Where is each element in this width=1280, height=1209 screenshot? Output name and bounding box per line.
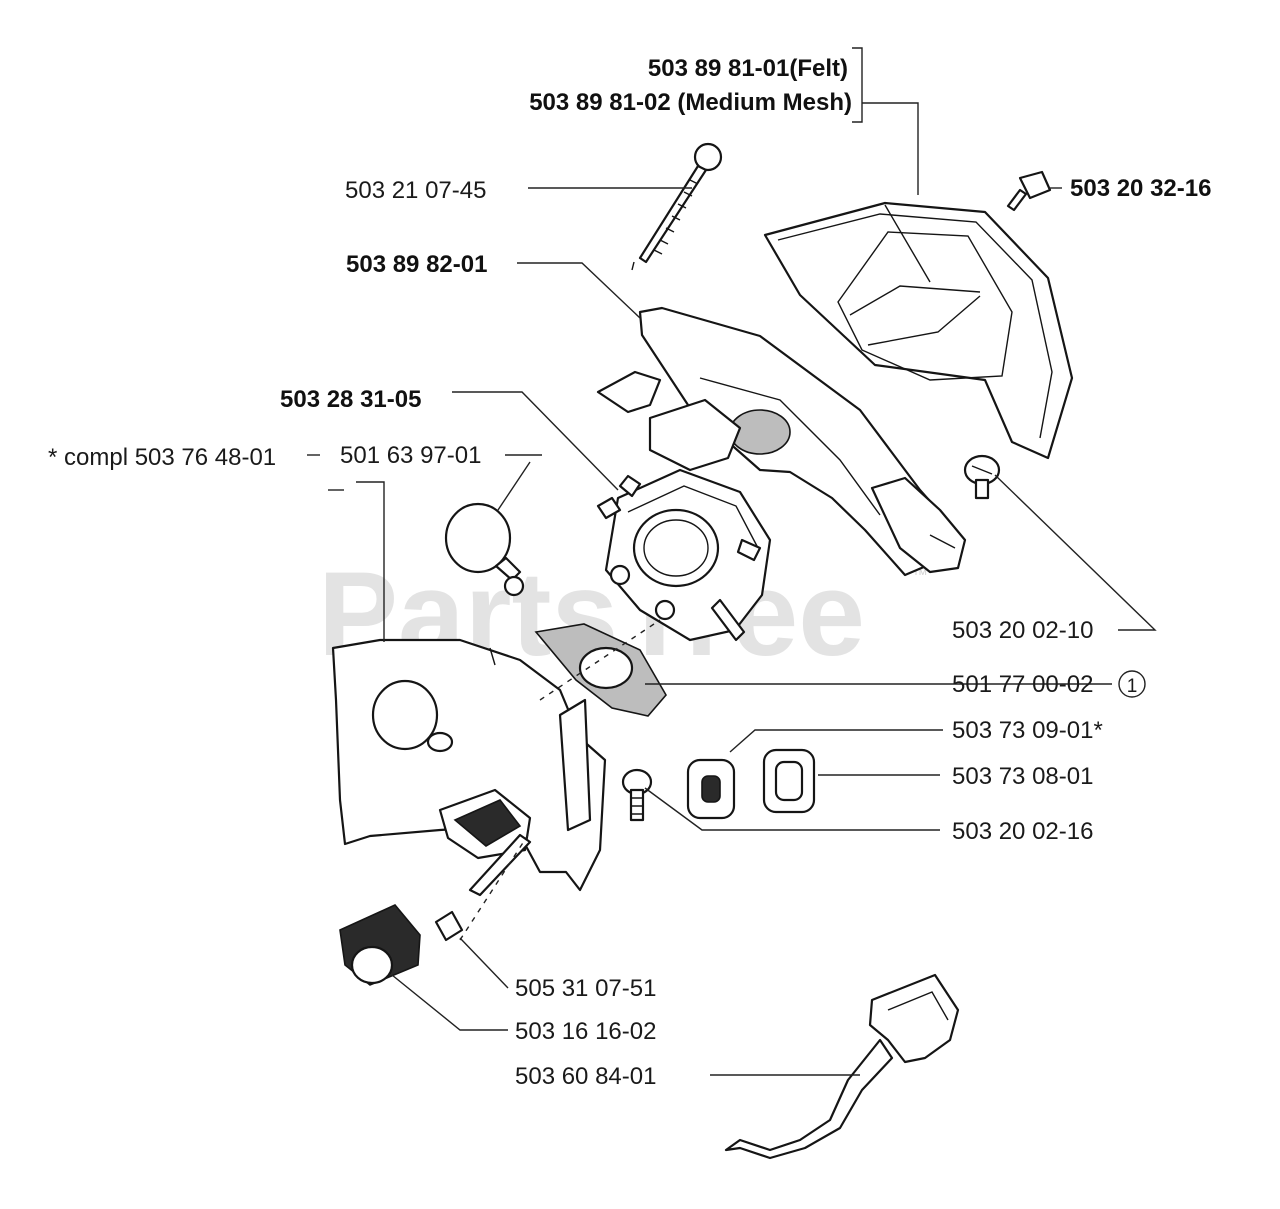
grommet-a	[686, 758, 736, 820]
bushing	[339, 904, 421, 986]
label-control-rod: 503 60 84-01	[515, 1063, 656, 1090]
carburetor	[596, 468, 772, 642]
label-medium-mesh-filter: 503 89 81-02 (Medium Mesh)	[529, 89, 852, 116]
label-air-filter-holder: 503 89 82-01	[346, 251, 487, 278]
label-sleeve: 505 31 07-51	[515, 975, 656, 1002]
label-felt-filter: 503 89 81-01(Felt)	[648, 55, 848, 82]
label-gasket: 501 77 00-02	[952, 671, 1093, 698]
label-long-screw: 503 21 07-45	[345, 177, 486, 204]
control-rod	[724, 973, 960, 1160]
grommet-b	[762, 748, 816, 814]
label-bottom-screw: 503 20 02-16	[952, 818, 1093, 845]
label-grommet-b: 503 73 08-01	[952, 763, 1093, 790]
gasket	[534, 623, 667, 717]
label-gasket-note: 1	[1127, 676, 1138, 697]
bottom-screw	[621, 768, 653, 822]
label-right-screw: 503 20 02-10	[952, 617, 1093, 644]
long-screw	[631, 142, 723, 271]
leader-lines	[307, 47, 1157, 1076]
label-grommet-a: 503 73 09-01*	[952, 717, 1103, 744]
label-top-screw: 503 20 32-16	[1070, 175, 1211, 202]
label-carburetor: 503 28 31-05	[280, 386, 421, 413]
label-bushing: 503 16 16-02	[515, 1018, 656, 1045]
primer-bulb	[444, 502, 525, 597]
sleeve	[434, 910, 464, 942]
label-compl-assembly: * compl 503 76 48-01	[48, 444, 276, 471]
part-labels: 503 89 81-01(Felt) 503 89 81-02 (Medium …	[48, 55, 1211, 1090]
air-filter-cover	[763, 201, 1074, 460]
air-filter-holder	[596, 306, 967, 577]
label-primer-bulb: 501 63 97-01	[340, 442, 481, 469]
top-screw	[1006, 170, 1052, 212]
right-screw	[963, 454, 1001, 500]
base-plate	[331, 638, 607, 897]
